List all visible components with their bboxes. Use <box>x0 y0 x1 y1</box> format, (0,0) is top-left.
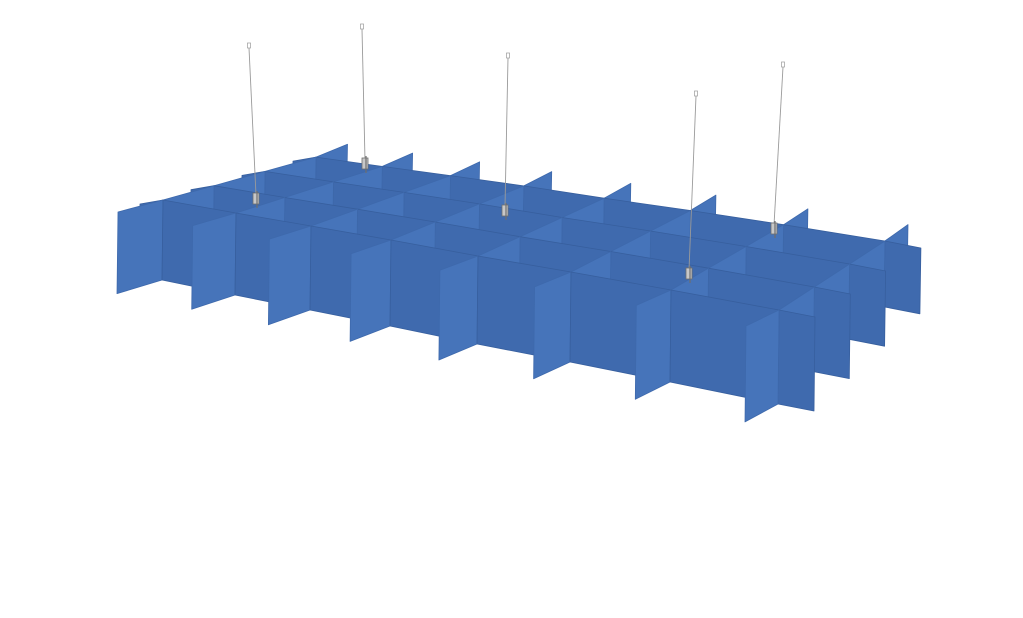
cable-wire <box>773 66 784 226</box>
ceiling-hook-icon <box>247 42 251 49</box>
cable-wire <box>248 47 257 196</box>
cable-wire <box>688 95 697 271</box>
baffle-rail-end <box>777 309 816 412</box>
suspension-cables <box>247 23 785 283</box>
baffle-front-panel <box>349 239 392 342</box>
baffle-rail-end <box>883 240 922 315</box>
suspension-cable <box>685 90 698 283</box>
baffle-front-panel <box>116 199 164 295</box>
ceiling-hook-icon <box>506 52 510 59</box>
baffle-front-panel <box>438 255 479 361</box>
baffle-rail-end <box>812 286 851 380</box>
baffle-panels <box>116 143 922 423</box>
ceiling-hook-icon <box>781 61 785 68</box>
cable-clip-icon <box>252 192 260 205</box>
baffle-front-panel <box>533 271 572 380</box>
baffle-rail-end <box>848 263 886 347</box>
suspension-cable <box>770 61 785 238</box>
ceiling-hook-icon <box>694 90 698 97</box>
baffle-front-panel <box>744 309 780 423</box>
cable-clip-icon <box>361 157 369 170</box>
cable-clip-icon <box>685 267 693 280</box>
cable-wire <box>504 57 509 208</box>
suspension-cable <box>501 52 510 220</box>
suspension-cable <box>360 23 369 173</box>
cable-clip-icon <box>501 204 509 217</box>
suspension-cable <box>247 42 260 208</box>
cable-clip-icon <box>770 222 778 235</box>
baffle-front-panel <box>634 289 672 400</box>
baffle-front-panel <box>191 212 237 310</box>
ceiling-hook-icon <box>360 23 364 30</box>
cable-wire <box>361 28 366 161</box>
baffle-front-panel <box>267 225 312 326</box>
